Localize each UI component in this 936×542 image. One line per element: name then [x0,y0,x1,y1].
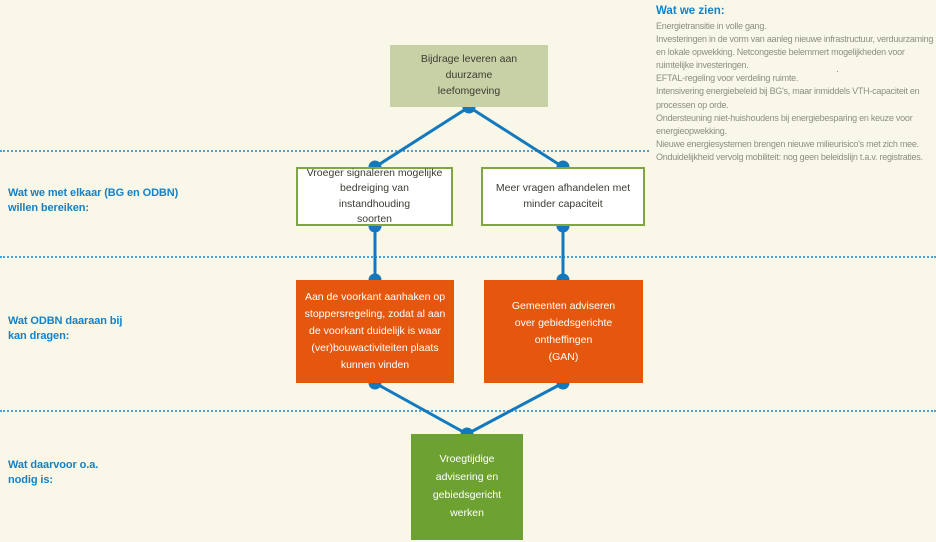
section-divider-3 [0,410,936,412]
connector-line [374,381,468,436]
connector-line [468,105,564,169]
observation-item: Nieuwe energiesystemen brengen nieuwe mi… [656,138,919,149]
stray-period: . [836,64,839,75]
section-divider-1 [0,150,649,152]
row-label-needs: Wat daarvoor o.a. nodig is: [8,459,99,487]
observation-item: EFTAL-regeling voor verdeling ruimte. [656,73,799,84]
goal-box: Bijdrage leveren aan duurzame leefomgevi… [390,45,548,107]
outcome-box-1: Vroeger signaleren mogelijke bedreiging … [296,167,453,226]
foundation-box: Vroegtijdige advisering en gebiedsgerich… [411,434,523,540]
outcome-box-2: Meer vragen afhandelen met minder capaci… [481,167,645,226]
observation-item: Ondersteuning niet-huishoudens bij energ… [656,112,913,136]
contribution-box-1: Aan de voorkant aanhaken op stoppersrege… [296,280,454,383]
row-label-contributions: Wat ODBN daaraan bij kan dragen: [8,315,123,343]
contribution-box-2: Gemeenten adviseren over gebiedsgerichte… [484,280,643,383]
row-label-goals: Wat we met elkaar (BG en ODBN) willen be… [8,187,179,215]
connector-line [466,381,564,436]
observation-item: Onduidelijkheid vervolg mobiliteit: nog … [656,151,923,162]
observation-item: Energietransitie in volle gang. [656,21,767,31]
connector-line [374,105,470,169]
section-divider-2 [0,256,936,258]
observations-title: Wat we zien: [656,5,725,17]
observations-panel: Wat we zien: Energietransitie in volle g… [656,5,934,164]
observation-item: Investeringen in de vorm van aanleg nieu… [656,34,934,71]
observation-item: Intensivering energiebeleid bij BG's, ma… [656,86,920,110]
